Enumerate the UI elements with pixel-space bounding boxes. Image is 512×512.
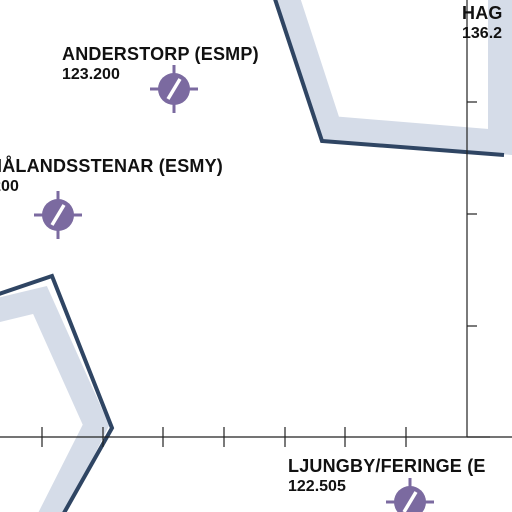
airspace-boundary-south (0, 273, 115, 512)
airfield-label-hag[interactable]: HAG 136.2 (462, 4, 503, 42)
airfield-frequency: 123.200 (0, 178, 19, 195)
airfield-label-ljungby[interactable]: LJUNGBY/FERINGE (E 122.505 (288, 457, 486, 495)
airfield-name: ANDERSTORP (ESMP) (62, 44, 259, 64)
airfield-frequency: 136.2 (462, 25, 503, 42)
airspace-boundary-north (273, 0, 512, 157)
airfield-label-malandsstenar[interactable]: MÅLANDSSTENAR (ESMY) 123.200 (0, 157, 223, 195)
aerodrome-symbol-icon[interactable] (148, 63, 200, 115)
airfield-frequency: 122.505 (288, 478, 346, 495)
airfield-name: MÅLANDSSTENAR (ESMY) (0, 156, 223, 176)
airfield-frequency: 123.200 (62, 66, 120, 83)
scale-ticks-horizontal (41, 427, 407, 447)
airfield-name: LJUNGBY/FERINGE (E (288, 456, 486, 476)
aerodrome-symbol-icon[interactable] (384, 476, 436, 512)
aerodrome-symbol-icon[interactable] (32, 189, 84, 241)
scale-ticks-vertical (467, 101, 490, 438)
airfield-label-anderstorp[interactable]: ANDERSTORP (ESMP) 123.200 (62, 45, 259, 83)
airfield-name: HAG (462, 3, 503, 23)
